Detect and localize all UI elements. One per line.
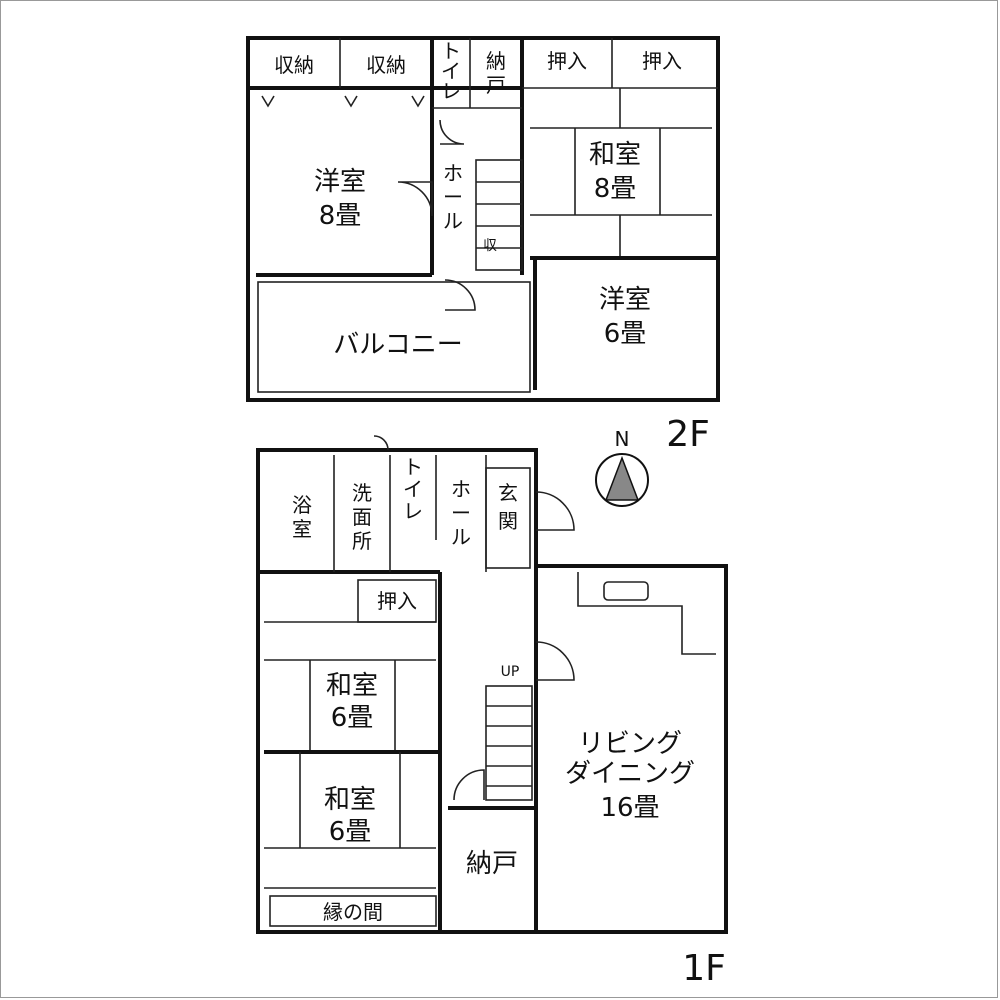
room-label-toilet-1f-1: ト xyxy=(403,455,423,479)
room-label-oshiire-1f: 押入 xyxy=(377,589,417,613)
room-label-japanese-6b-name: 和室 xyxy=(324,785,376,815)
room-label-western-6-name: 洋室 xyxy=(599,285,651,315)
room-label-western-6-size: 6畳 xyxy=(604,319,647,349)
floor-2-labels: 収納 収納 ト イ レ 納 戸 押入 押入 洋室 8畳 ホ ー ル 収 和室 8… xyxy=(274,39,710,455)
floor-2-outer-wall xyxy=(246,36,720,402)
stairs-up-label: UP xyxy=(501,664,520,680)
compass-north-label: N xyxy=(615,427,630,451)
room-label-living-size: 16畳 xyxy=(600,793,659,823)
room-label-toilet-2f-2: イ xyxy=(441,59,461,83)
room-label-entrance-1: 玄 xyxy=(498,481,518,505)
room-label-washroom-2: 面 xyxy=(352,505,372,529)
room-label-toilet-1f-3: レ xyxy=(403,499,423,523)
room-label-storage-2: 収納 xyxy=(366,53,406,77)
room-label-washroom-1: 洗 xyxy=(352,481,372,505)
room-label-toilet-2f-3: レ xyxy=(441,79,461,103)
room-label-bath-1: 浴 xyxy=(292,493,312,517)
room-label-western-8-size: 8畳 xyxy=(319,201,362,231)
floor-1-plan xyxy=(256,435,728,934)
room-label-bath-2: 室 xyxy=(292,517,312,541)
room-label-living-2: ダイニング xyxy=(565,759,695,789)
room-label-hall-2f-1: ホ xyxy=(443,161,463,185)
room-label-entrance-2: 関 xyxy=(498,509,518,533)
floor-label-2f: 2F xyxy=(666,414,710,455)
room-label-shuno-small: 収 xyxy=(483,238,497,254)
room-label-hall-1f-2: ー xyxy=(451,501,471,525)
floor-2-plan xyxy=(246,36,720,402)
room-label-oshiire-2f-1: 押入 xyxy=(547,49,587,73)
room-label-balcony: バルコニー xyxy=(333,330,462,360)
room-label-japanese-6a-name: 和室 xyxy=(326,671,378,701)
floor-1-labels: 浴 室 洗 面 所 ト イ レ ホ ー ル 玄 関 押入 和室 6畳 和室 6畳… xyxy=(292,455,726,989)
room-label-hall-1f-3: ル xyxy=(451,525,471,549)
room-label-japanese-6a-size: 6畳 xyxy=(331,703,374,733)
floor-1-living-block-wall xyxy=(534,564,728,934)
room-label-nando-2f-2: 戸 xyxy=(486,73,506,97)
room-label-hall-2f-3: ル xyxy=(443,209,463,233)
room-label-japanese-8-name: 和室 xyxy=(589,140,641,170)
room-label-japanese-6b-size: 6畳 xyxy=(329,817,372,847)
room-label-hall-1f-1: ホ xyxy=(451,477,471,501)
room-label-oshiire-2f-2: 押入 xyxy=(642,49,682,73)
room-label-nando-1f: 納戸 xyxy=(466,849,518,879)
north-compass-icon: N xyxy=(595,427,649,507)
room-label-engawa: 縁の間 xyxy=(323,900,383,924)
room-label-western-8-name: 洋室 xyxy=(314,167,366,197)
floor-label-1f: 1F xyxy=(682,948,726,989)
room-label-storage-1: 収納 xyxy=(274,53,314,77)
room-label-toilet-2f-1: ト xyxy=(441,39,461,63)
room-label-living-1: リビング xyxy=(578,729,682,759)
room-label-hall-2f-2: ー xyxy=(443,185,463,209)
room-label-toilet-1f-2: イ xyxy=(403,477,423,501)
room-label-nando-2f-1: 納 xyxy=(486,49,506,73)
room-label-washroom-3: 所 xyxy=(352,529,372,553)
room-label-japanese-8-size: 8畳 xyxy=(594,174,637,204)
